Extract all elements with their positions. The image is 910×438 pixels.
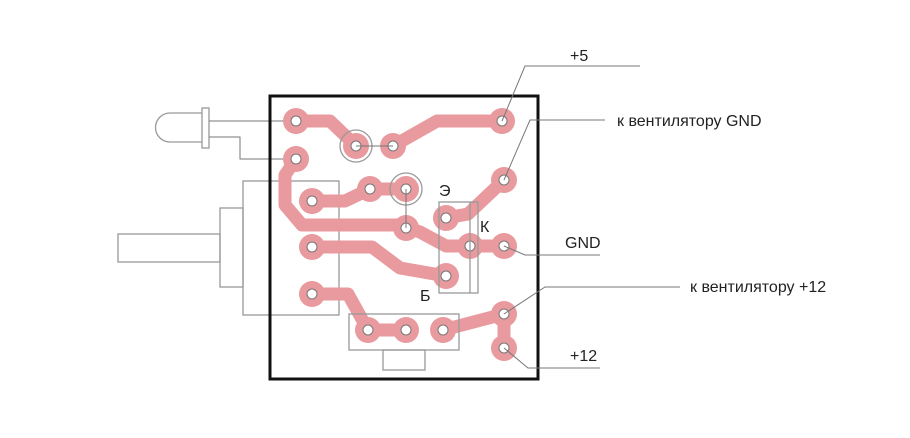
- label-gnd: GND: [565, 235, 601, 252]
- transistor-outline: [438, 201, 479, 294]
- pin-label-emitter: Э: [439, 183, 451, 200]
- label-plus5: +5: [570, 48, 588, 65]
- pin-label-collector: К: [480, 219, 490, 236]
- leader-lines: [501, 65, 680, 369]
- led-component: [154, 107, 296, 160]
- label-plus12: +12: [570, 348, 597, 365]
- pin-label-base: Б: [420, 288, 431, 305]
- label-fan-gnd: к вентилятору GND: [617, 113, 762, 130]
- board-outline: [268, 94, 540, 381]
- label-fan-plus12: к вентилятору +12: [690, 279, 826, 296]
- component-outlines: [339, 129, 479, 371]
- copper-traces: [278, 114, 511, 355]
